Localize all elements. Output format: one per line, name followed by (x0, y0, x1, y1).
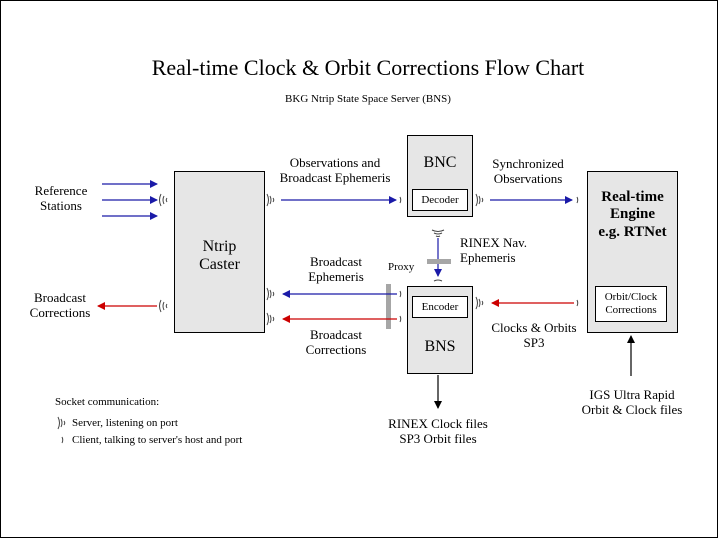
rinex-clock-files-label: RINEX Clock files SP3 Orbit files (388, 416, 488, 446)
bns-encoder-box: Encoder (412, 296, 468, 318)
rinex-nav-ephemeris-label: RINEX Nav. Ephemeris (460, 235, 528, 265)
bnc-label: BNC (423, 154, 457, 171)
broadcast-ephemeris-arrow (266, 287, 402, 301)
legend-server-symbol (57, 416, 66, 430)
legend-client-text: Client, talking to server's host and por… (72, 434, 243, 446)
legend-title: Socket communication: (55, 396, 160, 408)
chart-subtitle: BKG Ntrip State Space Server (BNS) (285, 93, 451, 105)
clocks-orbits-arrow (475, 296, 579, 310)
broadcast-corrections-out-label: Broadcast Corrections (29, 290, 91, 320)
reference-station-arrows (102, 180, 158, 220)
legend-client-symbol (61, 436, 64, 444)
orbit-clock-corrections-box: Orbit/Clock Corrections (595, 286, 667, 322)
ntrip-caster-box (174, 171, 265, 333)
caster-server-sockets-left (159, 193, 168, 207)
synchronized-observations-label: Synchronized Observations (492, 156, 564, 186)
legend-server-text: Server, listening on port (72, 417, 178, 429)
bnc-to-bns-link (427, 229, 451, 282)
broadcast-corrections-arrow (266, 312, 402, 326)
proxy-label: Proxy (388, 261, 415, 273)
igs-ultra-rapid-label: IGS Ultra Rapid Orbit & Clock files (581, 387, 683, 417)
clocks-orbits-sp3-label: Clocks & Orbits SP3 (491, 320, 577, 350)
ntrip-caster-label: Ntrip Caster (199, 238, 240, 274)
reference-stations-label: Reference Stations (34, 183, 88, 213)
bnc-to-engine-arrow (475, 193, 579, 207)
broadcast-corrections-out-arrow (97, 299, 168, 313)
broadcast-corrections-label: Broadcast Corrections (305, 327, 367, 357)
chart-title: Real-time Clock & Orbit Corrections Flow… (151, 55, 585, 80)
realtime-engine-label: Real-time Engine e.g. RTNet (598, 189, 667, 240)
caster-to-bnc-arrow (266, 193, 402, 207)
proxy-bar (386, 284, 391, 329)
observations-broadcast-ephemeris-label: Observations and Broadcast Ephemeris (279, 155, 391, 185)
broadcast-ephemeris-label: Broadcast Ephemeris (308, 254, 364, 284)
bnc-decoder-box: Decoder (412, 189, 468, 211)
bns-label: BNS (424, 338, 456, 355)
